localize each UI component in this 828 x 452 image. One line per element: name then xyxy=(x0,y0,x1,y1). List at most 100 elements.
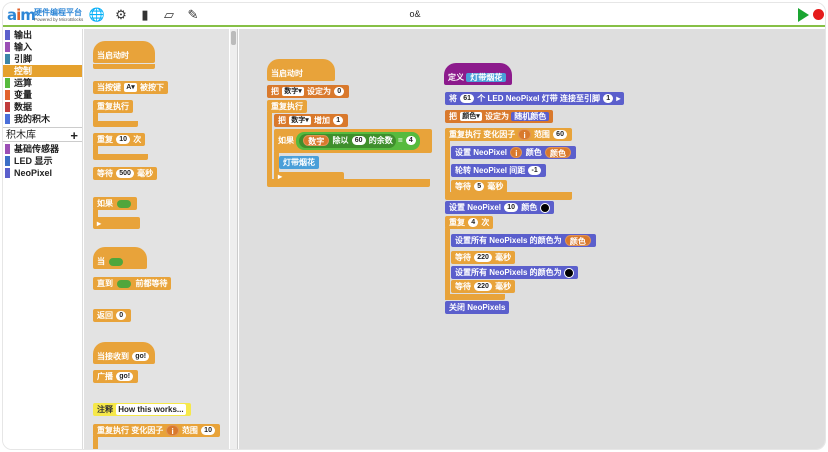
library-led-display[interactable]: LED 显示 xyxy=(3,155,82,167)
block-foot xyxy=(93,154,148,160)
palette-scrollbar[interactable] xyxy=(230,29,238,449)
if-foot: ▸ xyxy=(274,172,344,182)
repeat-foot xyxy=(445,294,505,300)
library-label: 积木库 xyxy=(6,130,36,141)
gear-icon[interactable]: ⚙ xyxy=(115,7,127,22)
category-input[interactable]: 输入 xyxy=(3,41,82,53)
forever-block[interactable]: 重复执行 xyxy=(267,100,307,113)
change-variable-block[interactable]: 把 数字▾ 增加 1 xyxy=(274,114,349,127)
category-label: 引脚 xyxy=(14,54,33,64)
top-bar: aim 硬件编程平台 Powered by MicroBlocks 🌐 ⚙ ▮ … xyxy=(3,3,825,27)
category-variables[interactable]: 变量 xyxy=(3,89,82,101)
pen-icon[interactable]: ✎ xyxy=(187,7,199,22)
set-pixel-color-block[interactable]: 设置 NeoPixel i 颜色 颜色 xyxy=(451,146,576,159)
boolean-slot[interactable] xyxy=(109,257,124,266)
logo-title: 硬件编程平台 xyxy=(34,8,82,17)
palette-repeat-block[interactable]: 重复 10 次 xyxy=(93,133,146,146)
palette-wait-block[interactable]: 等待 500 毫秒 xyxy=(93,167,158,180)
category-operators[interactable]: 运算 xyxy=(3,77,82,89)
turn-off-pixels-block[interactable]: 关闭 NeoPixels xyxy=(445,301,510,314)
if-block[interactable]: 如果 数字 除以 60 的余数 = 4 xyxy=(274,129,432,153)
palette-return-block[interactable]: 返回 0 xyxy=(93,309,132,322)
category-output[interactable]: 输出 xyxy=(3,29,82,41)
color-swatch-black[interactable] xyxy=(563,267,574,278)
palette-for-each-block[interactable]: 重复执行 变化因子 i 范围 10 xyxy=(93,424,220,437)
palette-when-started-block[interactable]: 当启动时 xyxy=(93,41,155,63)
file-icon[interactable]: ▮ xyxy=(141,7,149,22)
palette-when-received-block[interactable]: 当接收到 go! xyxy=(93,342,155,364)
category-pins[interactable]: 引脚 xyxy=(3,53,82,65)
category-control[interactable]: 控制 xyxy=(3,65,82,77)
library-swatch xyxy=(5,168,10,178)
library-neopixel[interactable]: NeoPixel xyxy=(3,167,82,179)
neopixel-attach-block[interactable]: 将 61 个 LED NeoPixel 灯带 连接至引脚 1 ▸ xyxy=(445,92,625,105)
expand-arrow-icon[interactable]: ▸ xyxy=(278,172,283,181)
add-library-button[interactable]: + xyxy=(70,128,78,143)
define-block-hat[interactable]: 定义 灯带烟花 xyxy=(444,63,512,85)
equals-expression[interactable]: 数字 除以 60 的余数 = 4 xyxy=(296,131,420,150)
palette-when-block[interactable]: 当 xyxy=(93,247,147,269)
call-custom-block[interactable]: 灯带烟花 xyxy=(279,156,319,169)
category-swatch xyxy=(5,102,10,112)
category-label: 输入 xyxy=(14,42,33,52)
repeat-arm xyxy=(445,228,450,300)
set-variable-block[interactable]: 把 数字▾ 设定为 0 xyxy=(267,85,350,98)
scrollbar-thumb[interactable] xyxy=(231,31,236,45)
set-all-pixels-black-block[interactable]: 设置所有 NeoPixels 的颜色为 xyxy=(451,266,578,279)
project-title: o& xyxy=(409,9,421,19)
category-label: 运算 xyxy=(14,78,33,88)
when-started-hat-block[interactable]: 当启动时 xyxy=(267,59,335,81)
block-arm xyxy=(93,436,98,449)
if-arm xyxy=(274,152,279,176)
globe-icon[interactable]: 🌐 xyxy=(88,7,106,22)
forever-arm xyxy=(267,112,272,180)
block-arm xyxy=(93,145,98,155)
block-arm xyxy=(93,209,98,221)
block-foot xyxy=(93,121,138,127)
for-each-arm xyxy=(445,140,450,194)
library-item-label: 基础传感器 xyxy=(14,144,60,154)
category-my-blocks[interactable]: 我的积木 xyxy=(3,113,82,125)
set-color-variable-block[interactable]: 把 颜色▾ 设定为 随机颜色 xyxy=(445,110,554,123)
library-swatch xyxy=(5,156,10,166)
logo-subtitle: Powered by MicroBlocks xyxy=(34,17,84,22)
palette-comment-block[interactable]: 注释 How this works... xyxy=(93,403,191,416)
wait-block[interactable]: 等待 220 毫秒 xyxy=(451,251,516,264)
app-logo: aim 硬件编程平台 Powered by MicroBlocks xyxy=(7,6,85,24)
palette-wait-until-block[interactable]: 直到 前都等待 xyxy=(93,277,172,290)
palette-when-button-block[interactable]: 当按键 A▾ 被按下 xyxy=(93,81,169,94)
boolean-slot[interactable] xyxy=(117,199,132,208)
palette-if-block[interactable]: 如果 xyxy=(93,197,138,210)
library-header: 积木库 + xyxy=(3,127,82,143)
category-label: 变量 xyxy=(14,90,33,100)
category-data[interactable]: 数据 xyxy=(3,101,82,113)
script-workspace[interactable]: 当启动时 把 数字▾ 设定为 0 重复执行 把 数字▾ 增加 1 如果 数字 除… xyxy=(239,29,825,449)
library-swatch xyxy=(5,144,10,154)
expand-arrow-icon[interactable]: ▸ xyxy=(97,219,102,228)
run-button-icon[interactable] xyxy=(798,8,809,22)
for-each-block[interactable]: 重复执行 变化因子 i 范围 60 xyxy=(445,128,572,141)
block-foot xyxy=(93,64,155,69)
boolean-slot[interactable] xyxy=(117,279,132,288)
stop-button-icon[interactable] xyxy=(813,9,824,20)
wait-block[interactable]: 等待 220 毫秒 xyxy=(451,280,516,293)
repeat-block[interactable]: 重复 4 次 xyxy=(445,216,494,229)
category-swatch xyxy=(5,54,10,64)
set-pixel-10-block[interactable]: 设置 NeoPixel 10 颜色 xyxy=(445,201,554,214)
mod-expression[interactable]: 数字 除以 60 的余数 xyxy=(299,133,396,148)
category-label: 数据 xyxy=(14,102,33,112)
color-swatch-black[interactable] xyxy=(539,202,550,213)
category-swatch xyxy=(5,90,10,100)
rotate-pixels-block[interactable]: 轮转 NeoPixel 间距 -1 xyxy=(451,164,546,177)
set-all-pixels-var-block[interactable]: 设置所有 NeoPixels 的颜色为 颜色 xyxy=(451,234,596,247)
library-item-label: NeoPixel xyxy=(14,168,53,178)
palette-forever-block[interactable]: 重复执行 xyxy=(93,100,133,113)
library-basic-sensors[interactable]: 基础传感器 xyxy=(3,143,82,155)
palette-broadcast-block[interactable]: 广播 go! xyxy=(93,370,139,383)
graph-icon[interactable]: ▱ xyxy=(164,7,174,22)
category-label: 输出 xyxy=(14,30,33,40)
wait-block[interactable]: 等待 5 毫秒 xyxy=(451,180,508,193)
forever-foot xyxy=(267,179,430,187)
category-swatch xyxy=(5,114,10,124)
